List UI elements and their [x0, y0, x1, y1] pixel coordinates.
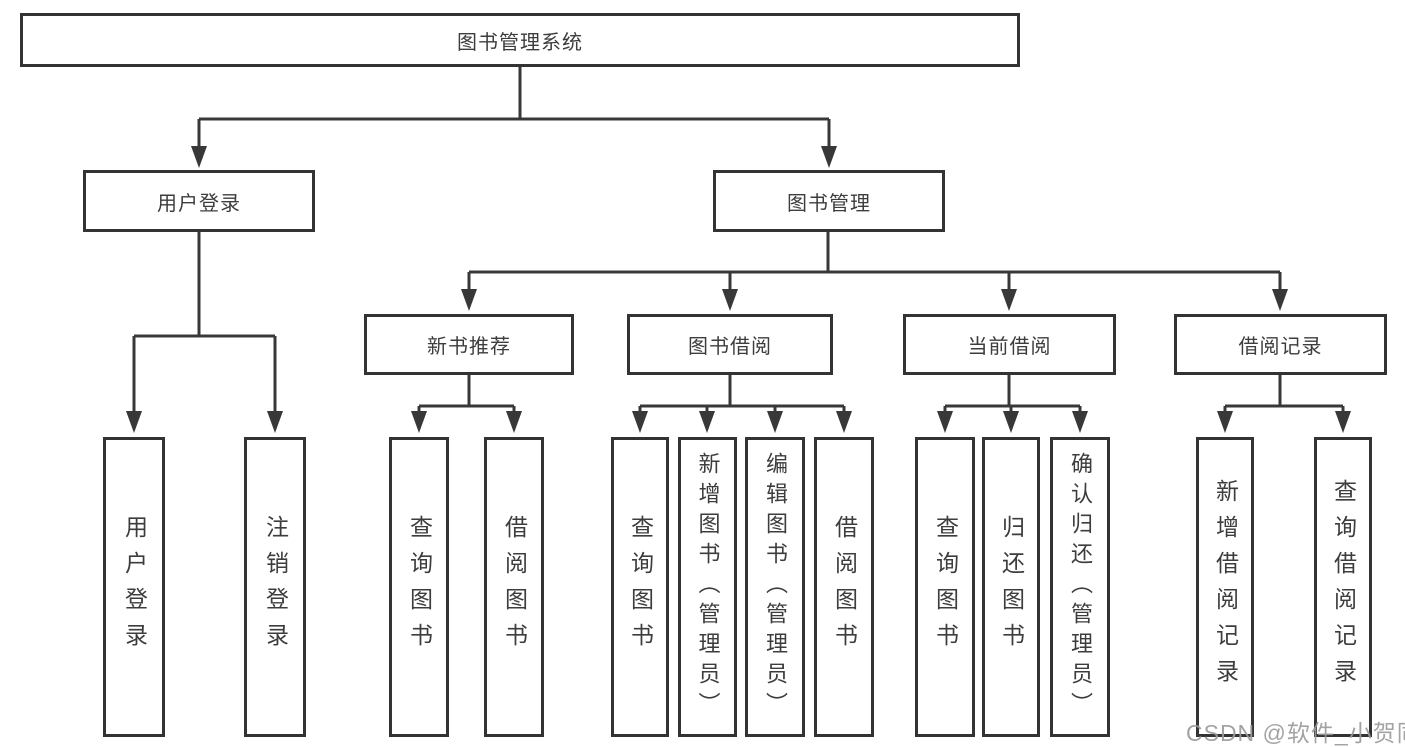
leaf-borrow-books: 借阅图书: [814, 437, 874, 737]
arrowhead-icon: [1003, 411, 1019, 433]
leaf-query-borrow-record: 查询借阅记录: [1314, 437, 1372, 737]
leaf-add-book-admin: 新增图书（管理员）: [678, 437, 737, 737]
arrowhead-icon: [1335, 411, 1351, 433]
arrowhead-icon: [821, 146, 837, 168]
leaf-label: 查询图书: [406, 515, 433, 659]
csdn-watermark: CSDN @软件_小贺同学: [1186, 720, 1405, 746]
leaf-label: 用户登录: [121, 515, 148, 659]
leaf-edit-book-admin: 编辑图书（管理员）: [745, 437, 805, 737]
node-book-borrow: 图书借阅: [627, 314, 833, 375]
arrowhead-icon: [937, 411, 953, 433]
leaf-label: 新增借阅记录: [1212, 479, 1239, 695]
arrowhead-icon: [699, 411, 715, 433]
leaf-query-books-borrow: 查询图书: [611, 437, 669, 737]
node-label: 借阅记录: [1238, 336, 1323, 358]
leaf-add-borrow-record: 新增借阅记录: [1196, 437, 1254, 737]
node-label: 新书推荐: [427, 336, 511, 358]
node-label: 图书管理: [787, 192, 871, 215]
node-book-management: 图书管理: [713, 170, 945, 232]
node-current-borrow: 当前借阅: [903, 314, 1116, 375]
node-label: 图书管理系统: [457, 31, 583, 54]
leaf-label: 借阅图书: [831, 515, 858, 659]
leaf-label: 查询借阅记录: [1330, 479, 1357, 695]
arrowhead-icon: [1001, 289, 1017, 311]
connectors-user-login-to-leaves: [126, 232, 283, 433]
arrowhead-icon: [836, 411, 852, 433]
leaf-borrow-books-recommend: 借阅图书: [484, 437, 544, 737]
leaf-label: 查询图书: [627, 515, 654, 659]
leaf-label: 借阅图书: [501, 515, 528, 659]
leaf-label: 查询图书: [932, 515, 959, 659]
arrowhead-icon: [767, 411, 783, 433]
arrowhead-icon: [1072, 411, 1088, 433]
node-root-library-system: 图书管理系统: [20, 13, 1020, 67]
arrowhead-icon: [1217, 411, 1233, 433]
leaf-return-books: 归还图书: [982, 437, 1040, 737]
leaf-label: 新增图书（管理员）: [695, 452, 721, 722]
connectors-current-borrow-to-leaves: [937, 375, 1088, 433]
node-new-book-recommend: 新书推荐: [364, 314, 574, 375]
leaf-label: 确认归还（管理员）: [1068, 452, 1093, 722]
node-label: 当前借阅: [967, 336, 1052, 358]
leaf-label: 归还图书: [998, 515, 1025, 659]
arrowhead-icon: [126, 411, 142, 433]
arrowhead-icon: [461, 289, 477, 311]
connectors-new-book-recommend-to-leaves: [411, 375, 522, 433]
leaf-confirm-return-admin: 确认归还（管理员）: [1050, 437, 1110, 737]
connectors-book-borrow-to-leaves: [632, 375, 852, 433]
leaf-logout: 注销登录: [244, 437, 306, 737]
node-user-login: 用户登录: [83, 170, 315, 232]
arrowhead-icon: [632, 411, 648, 433]
arrowhead-icon: [267, 411, 283, 433]
arrowhead-icon: [1272, 289, 1288, 311]
leaf-query-books-current: 查询图书: [915, 437, 975, 737]
leaf-label: 注销登录: [262, 515, 289, 659]
node-label: 用户登录: [157, 192, 241, 215]
connectors-book-management-to-level3: [461, 232, 1288, 311]
leaf-user-login: 用户登录: [103, 437, 165, 737]
arrowhead-icon: [506, 411, 522, 433]
leaf-label: 编辑图书（管理员）: [763, 452, 788, 722]
leaf-query-books-recommend: 查询图书: [389, 437, 449, 737]
arrowhead-icon: [411, 411, 427, 433]
node-borrow-records: 借阅记录: [1174, 314, 1387, 375]
node-label: 图书借阅: [688, 336, 772, 358]
arrowhead-icon: [722, 289, 738, 311]
connectors-root-to-level2: [191, 67, 837, 168]
arrowhead-icon: [191, 146, 207, 168]
connectors-borrow-records-to-leaves: [1217, 375, 1351, 433]
